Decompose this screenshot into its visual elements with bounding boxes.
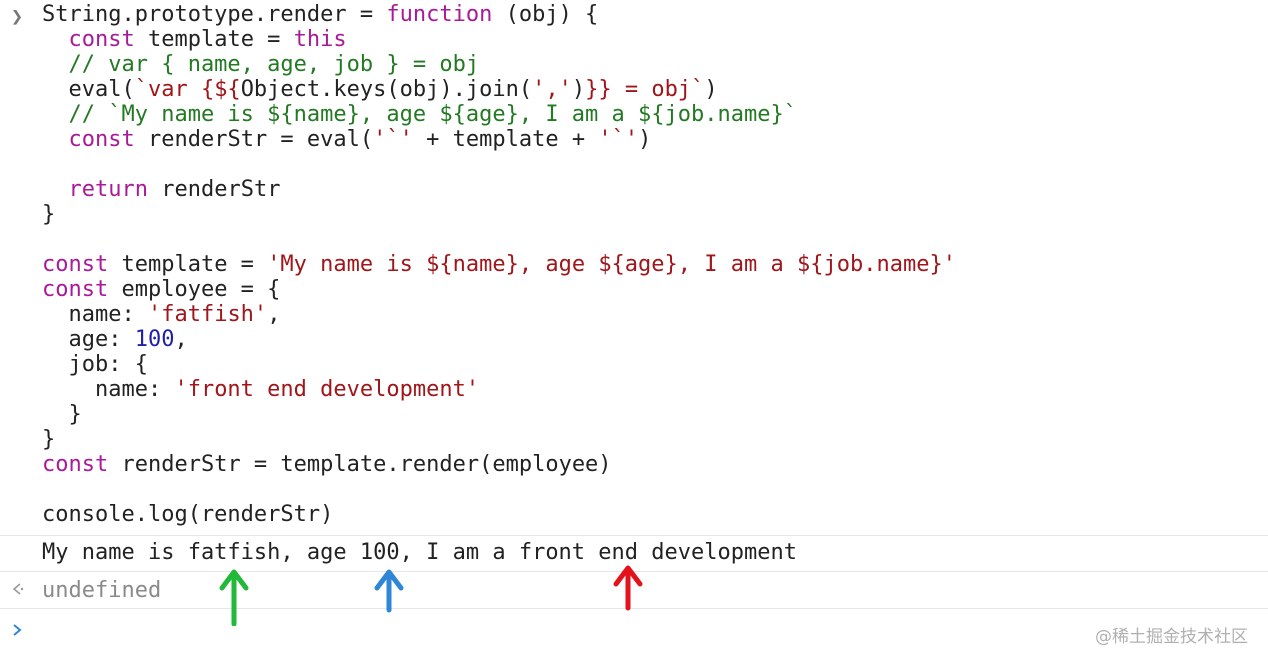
code-token: } (42, 427, 56, 452)
code-block[interactable]: String.prototype.render = function (obj)… (42, 2, 956, 527)
divider (0, 535, 1268, 536)
code-line: String.prototype.render = function (obj)… (42, 2, 956, 27)
code-token: ) (638, 127, 652, 152)
code-token: eval( (42, 77, 135, 102)
code-line: const employee = { (42, 277, 956, 302)
code-token: } (42, 402, 82, 427)
result-arrow-icon (8, 581, 26, 601)
code-token: '`' (373, 127, 413, 152)
chevron-right-icon (13, 624, 22, 636)
log-output-text: My name is fatfish, age 100, I am a fron… (42, 540, 797, 565)
code-token: function (386, 2, 493, 27)
console-prompt-input[interactable] (42, 617, 942, 647)
code-token: const (42, 277, 109, 302)
code-token: template = (108, 252, 268, 277)
code-token: String.prototype.render = (42, 2, 387, 27)
code-token: const (42, 452, 109, 477)
console-log-output: My name is fatfish, age 100, I am a fron… (0, 536, 1268, 570)
code-token: renderStr = template.render(employee) (108, 452, 612, 477)
code-line: console.log(renderStr) (42, 502, 956, 527)
code-line: job: { (42, 352, 956, 377)
code-line: const renderStr = eval('`' + template + … (42, 127, 956, 152)
code-token: const (42, 252, 109, 277)
code-line: age: 100, (42, 327, 956, 352)
code-token: const (68, 27, 135, 52)
code-token: name: (42, 302, 148, 327)
code-token (42, 27, 69, 52)
code-token: Object.keys(obj).join( (240, 77, 533, 102)
new-prompt-icon (8, 619, 26, 643)
code-line: // var { name, age, job } = obj (42, 52, 956, 77)
code-token: this (293, 27, 347, 52)
code-line: name: 'fatfish', (42, 302, 956, 327)
code-token: '`' (598, 127, 639, 152)
code-line (42, 152, 956, 177)
code-line: const renderStr = template.render(employ… (42, 452, 956, 477)
code-token: employee = { (108, 277, 281, 302)
console-new-prompt[interactable] (0, 609, 1268, 662)
return-arrow-icon (12, 583, 24, 595)
code-token: `var {${ (134, 77, 241, 102)
console-result-entry: undefined (0, 571, 1268, 608)
code-token: template = (134, 27, 294, 52)
result-value: undefined (42, 578, 162, 603)
code-token: , (174, 327, 188, 352)
watermark: @稀土掘金技术社区 (1095, 627, 1248, 647)
code-token: // var { name, age, job } = obj (42, 52, 480, 77)
red-arrow-annotation (613, 565, 643, 611)
code-token: } (42, 202, 56, 227)
code-token: return (68, 177, 148, 202)
code-line: eval(`var {${Object.keys(obj).join(',')}… (42, 77, 956, 102)
code-token: , (267, 302, 281, 327)
code-line (42, 477, 956, 502)
code-token: age: (42, 327, 135, 352)
divider (0, 571, 1268, 572)
code-token: name: (42, 377, 175, 402)
code-line: // `My name is ${name}, age ${age}, I am… (42, 102, 956, 127)
code-token (42, 127, 69, 152)
code-line: const template = this (42, 27, 956, 52)
code-token (42, 177, 69, 202)
code-token: renderStr = eval( (134, 127, 374, 152)
code-line: } (42, 427, 956, 452)
code-token: 100 (134, 327, 175, 352)
divider (0, 608, 1268, 609)
blue-arrow-annotation (374, 569, 404, 613)
code-line (42, 227, 956, 252)
code-token: 'front end development' (174, 377, 480, 402)
code-token: ',' (532, 77, 572, 102)
code-token: // `My name is ${name}, age ${age}, I am… (42, 102, 797, 127)
code-line: } (42, 402, 956, 427)
code-token: ) (571, 77, 586, 102)
code-line: } (42, 202, 956, 227)
code-token: + template + (412, 127, 599, 152)
code-token: 'fatfish' (147, 302, 268, 327)
console-input-entry[interactable]: ❯ String.prototype.render = function (ob… (0, 0, 1268, 535)
code-line: name: 'front end development' (42, 377, 956, 402)
input-prompt-icon: ❯ (10, 4, 24, 28)
code-token: const (68, 127, 135, 152)
code-token: console.log(renderStr) (42, 502, 334, 527)
code-token: }} = obj` (585, 77, 705, 102)
green-arrow-annotation (219, 569, 249, 626)
code-token: (obj) { (492, 2, 599, 27)
code-line: return renderStr (42, 177, 956, 202)
code-token: renderStr (147, 177, 281, 202)
code-token: 'My name is ${name}, age ${age}, I am a … (267, 252, 956, 277)
code-token: ) (704, 77, 718, 102)
code-line: const template = 'My name is ${name}, ag… (42, 252, 956, 277)
code-token: job: { (42, 352, 148, 377)
